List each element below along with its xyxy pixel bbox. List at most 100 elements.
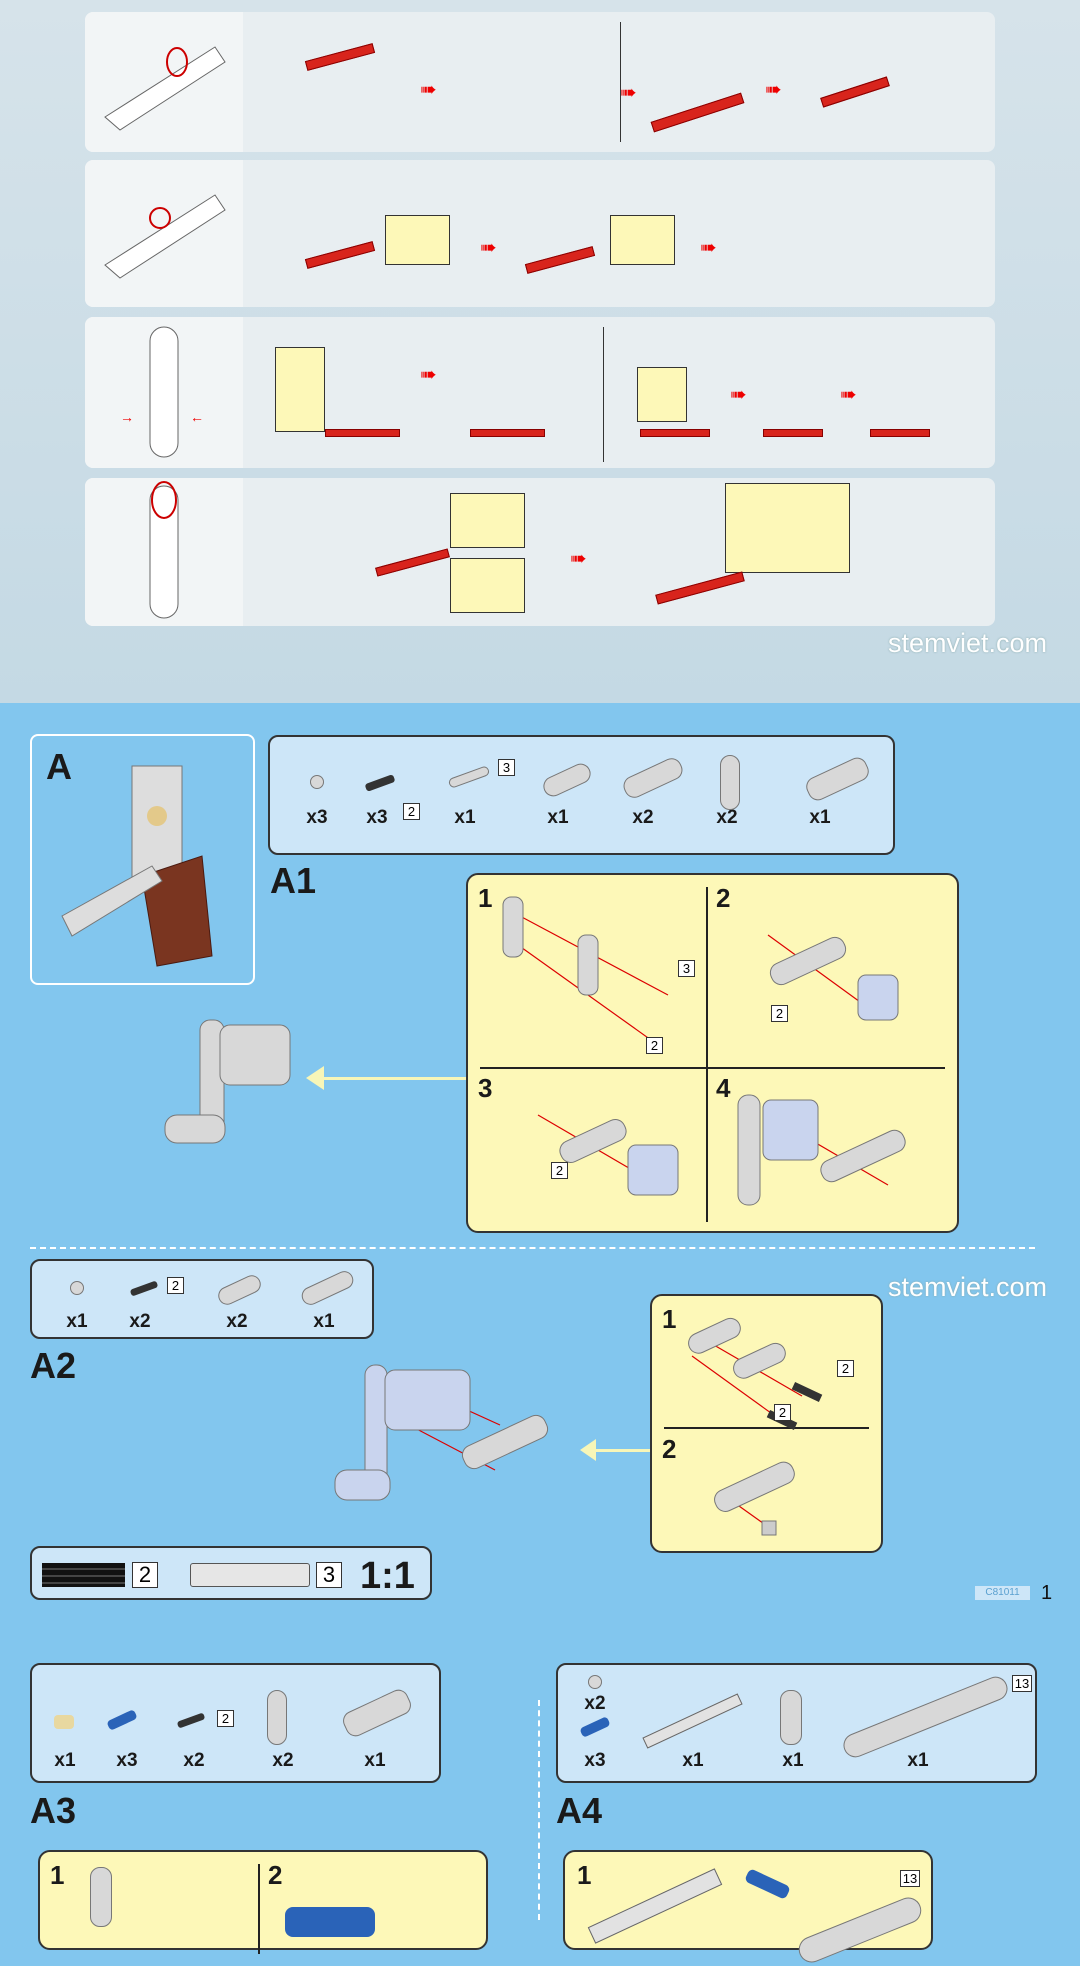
result-arrow: [318, 1077, 466, 1080]
step-number: 3: [478, 1073, 493, 1103]
step-arrow-icon: ➠: [700, 237, 717, 259]
a2-parts-list: 2 x1 x2 x2 x1: [30, 1259, 374, 1339]
red-beam: [640, 429, 710, 437]
pin-part-image: [588, 1675, 602, 1689]
part-length-tag: 2: [132, 1562, 158, 1588]
axle-part-image: [447, 765, 491, 789]
beam-part-image: [298, 1268, 357, 1308]
red-beam: [870, 429, 930, 437]
part-qty: x1: [454, 807, 476, 828]
pin-part-image: [54, 1715, 74, 1729]
a1-steps-panel: 1 2 3 4 3 2 2 2: [466, 873, 959, 1233]
part-length-tag: 3: [316, 1562, 342, 1588]
divider: [258, 1864, 260, 1954]
beam-part-image: [90, 1867, 112, 1927]
long-beam-part-image: [839, 1673, 1012, 1761]
page-number: 1: [1041, 1582, 1053, 1604]
section-label: A3: [30, 1790, 77, 1831]
step-number: 1: [50, 1860, 65, 1890]
part-length-tag: 2: [837, 1360, 854, 1377]
detail-callout: [275, 347, 325, 432]
part-length-tag: 2: [774, 1404, 791, 1421]
section-label: A: [46, 746, 72, 787]
l-beam-part-image: [339, 1686, 415, 1740]
pin-part-image: [70, 1281, 84, 1295]
step-arrow-icon: ➠: [420, 79, 437, 101]
red-beam: [655, 571, 745, 605]
part-qty: x3: [116, 1750, 138, 1771]
part-qty: x1: [907, 1750, 929, 1771]
step-number: 1: [577, 1860, 592, 1890]
tool-thumbnail: →←: [85, 317, 243, 468]
section-label: A1: [270, 860, 317, 901]
part-item: x3: [352, 807, 402, 829]
detail-callout: [637, 367, 687, 422]
red-beam: [763, 429, 823, 437]
section-label: A2: [30, 1345, 77, 1386]
scale-ratio: 1:1: [360, 1555, 415, 1597]
beam-part-image: [540, 760, 594, 800]
beam-part-image: [620, 754, 686, 802]
a1-result-assembly: [164, 1019, 291, 1144]
beam-part-image: [215, 1272, 264, 1308]
instruction-row-4: ➠: [85, 478, 995, 626]
part-length-tag: 2: [771, 1005, 788, 1022]
part-length-tag: 2: [217, 1710, 234, 1727]
step-number: 2: [716, 883, 731, 913]
part-qty: x2: [272, 1750, 294, 1771]
result-arrow: [595, 1449, 650, 1452]
part-qty: x1: [809, 807, 831, 828]
step-number: 2: [268, 1860, 283, 1890]
a2-steps-panel: 1 2 2 2: [650, 1294, 883, 1553]
step-number: 4: [716, 1073, 731, 1103]
product-code: C81011: [975, 1586, 1030, 1600]
arrow-head-icon: [580, 1439, 596, 1461]
step-arrow-icon: ➠: [420, 364, 437, 386]
part-length-tag: 3: [678, 960, 695, 977]
blue-pins-image: [285, 1907, 375, 1937]
part-item: x3: [292, 807, 342, 829]
step-arrow-icon: ➠: [570, 548, 587, 570]
part-qty: x2: [183, 1750, 205, 1771]
axle-part-image: [129, 1280, 159, 1297]
detail-callout: [450, 493, 525, 548]
section-label: A4: [556, 1790, 603, 1831]
red-beam: [650, 92, 745, 133]
part-qty: x1: [66, 1311, 88, 1332]
part-qty: x2: [226, 1311, 248, 1332]
section-divider: [538, 1700, 540, 1920]
section-divider: [30, 1247, 1035, 1249]
part-qty: x2: [129, 1311, 151, 1332]
blue-pin-part-image: [744, 1868, 791, 1900]
part-length-tag: 2: [646, 1037, 663, 1054]
part-qty: x1: [364, 1750, 386, 1771]
a2-result-assembly: [334, 1364, 549, 1501]
part-qty: x3: [584, 1750, 606, 1771]
svg-text:→: →: [120, 409, 134, 425]
part-qty: x1: [313, 1311, 335, 1332]
plate-part-image: [587, 1868, 723, 1944]
divider: [706, 887, 708, 1222]
red-beam: [325, 429, 400, 437]
a1-parts-list: x3 x3 2 x1 x1 x2 x2 x1 3: [268, 735, 895, 855]
detail-callout: [450, 558, 525, 613]
watermark: stemviet.com: [888, 628, 1048, 658]
divider: [620, 22, 621, 142]
red-beam: [304, 43, 376, 71]
instruction-row-1: ➠ ➠ ➠: [85, 12, 995, 152]
tool-thumbnail: [85, 12, 243, 152]
part-length-tag: 13: [1012, 1675, 1032, 1692]
step-arrow-icon: ➠: [840, 384, 857, 406]
part-length-tag: 2: [551, 1162, 568, 1179]
red-beam: [470, 429, 545, 437]
red-beam: [820, 76, 890, 108]
t-beam-part-image: [780, 1690, 802, 1745]
assembly-diagrams: [688, 1317, 823, 1536]
divider: [664, 1427, 869, 1429]
part-qty: x3: [366, 807, 388, 828]
divider: [480, 1067, 945, 1069]
part-qty: x2: [584, 1693, 606, 1714]
instruction-row-2: ➠ ➠: [85, 160, 995, 307]
part-length-tag: 13: [900, 1870, 920, 1887]
tool-thumbnail: [85, 160, 243, 307]
